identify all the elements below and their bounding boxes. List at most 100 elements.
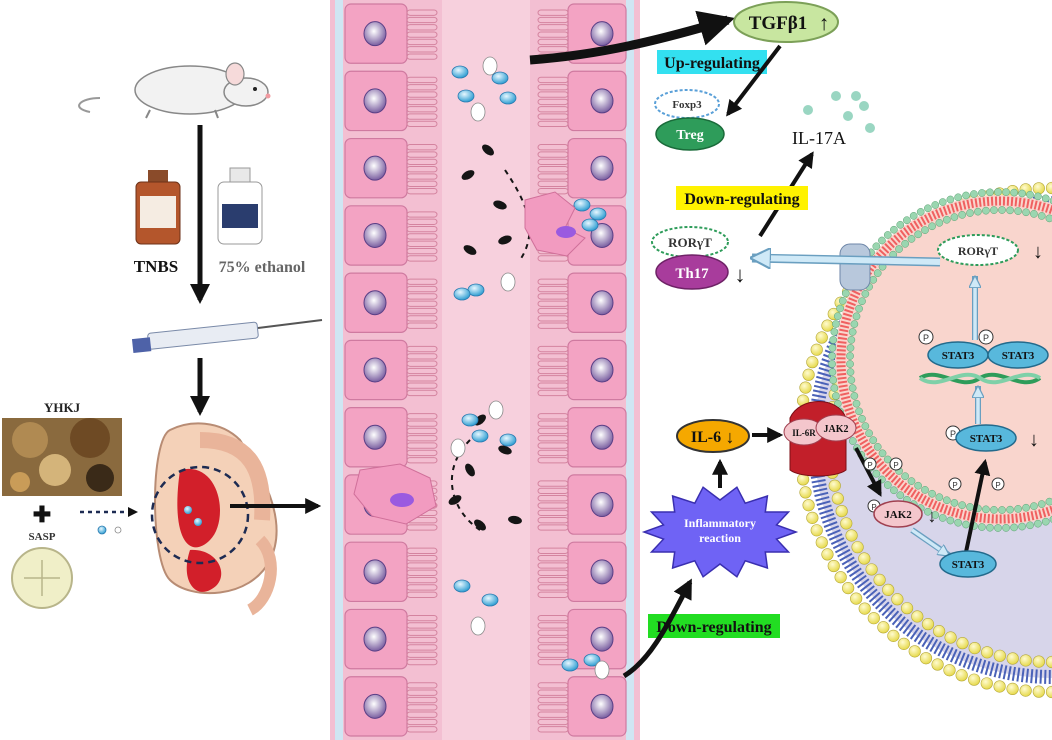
microvillus xyxy=(537,31,569,38)
microvillus xyxy=(537,555,569,562)
microvillus xyxy=(537,427,569,435)
bacterium-icon xyxy=(482,144,494,156)
nuclear-bead xyxy=(896,491,905,500)
microvillus xyxy=(406,106,438,113)
microvillus xyxy=(406,718,438,726)
nuclear-bead xyxy=(1026,521,1034,530)
nuclear-bead xyxy=(861,422,870,430)
microvillus xyxy=(537,322,569,329)
microvillus xyxy=(537,375,569,382)
membrane-bead xyxy=(867,612,880,625)
rorgt-inner-down-icon: ↓ xyxy=(1033,241,1043,263)
nuclear-bead xyxy=(1034,519,1042,528)
il6-label: IL-6 xyxy=(691,429,721,446)
tnbs-bottle-icon xyxy=(135,170,181,245)
microvillus xyxy=(537,517,569,524)
membrane-bead xyxy=(834,571,847,584)
microvillus xyxy=(537,629,569,636)
plus-icon: ✚ xyxy=(33,502,51,527)
microvillus xyxy=(406,46,438,53)
white-particle xyxy=(470,616,486,636)
stat3-dimer-a-label: STAT3 xyxy=(942,350,975,362)
nuclear-bead xyxy=(1045,214,1052,223)
nuclear-bead xyxy=(921,226,929,234)
microvillus xyxy=(537,300,569,307)
nuclear-bead xyxy=(872,242,881,251)
nuclear-bead xyxy=(966,503,974,511)
nuclear-bead xyxy=(901,239,909,248)
microvillus xyxy=(406,614,438,622)
nuclear-bead xyxy=(903,216,911,225)
nuclear-bead xyxy=(958,501,967,509)
bacterium-icon xyxy=(461,170,475,180)
nuclear-bead xyxy=(1018,522,1026,531)
microvillus xyxy=(537,502,569,509)
membrane-bead xyxy=(887,629,900,642)
microvillus xyxy=(537,353,569,360)
membrane-bead xyxy=(1006,652,1019,665)
membrane-bead xyxy=(831,492,844,505)
tgfb1-label: TGFβ1 xyxy=(749,13,808,34)
microvillus xyxy=(537,636,569,644)
membrane-bead xyxy=(799,381,812,394)
intestine-panel xyxy=(330,0,640,740)
microvillus xyxy=(537,389,569,397)
microvillus xyxy=(406,689,438,696)
nuclear-bead xyxy=(1022,208,1030,217)
microvillus xyxy=(406,704,438,711)
microvillus xyxy=(406,353,438,360)
nuclear-bead xyxy=(828,368,837,376)
nuclear-bead xyxy=(1034,192,1042,201)
cell-nucleus xyxy=(363,222,387,248)
il17a-particles xyxy=(803,91,875,133)
microvillus xyxy=(537,569,569,576)
bacterium-icon xyxy=(498,445,512,455)
microvillus xyxy=(406,240,438,247)
microvillus xyxy=(537,345,569,353)
nuclear-bead xyxy=(970,190,978,198)
microvillus xyxy=(537,315,569,322)
blue-particle xyxy=(461,413,479,427)
nuclear-bead xyxy=(829,336,838,344)
nuclear-bead xyxy=(846,360,854,368)
membrane-bead xyxy=(877,621,890,634)
down-regulating-top-label: Down-regulating xyxy=(684,191,799,208)
nuclear-bead xyxy=(1014,505,1022,513)
stat3-nuclear-label: STAT3 xyxy=(970,433,1003,445)
microvillus xyxy=(537,495,569,502)
cell-nucleus xyxy=(590,88,614,114)
microvillus xyxy=(406,211,438,218)
microvillus xyxy=(537,644,569,651)
microvillus xyxy=(537,584,569,591)
foxp3-label: Foxp3 xyxy=(672,99,702,111)
microvillus xyxy=(406,569,438,576)
p-label: P xyxy=(995,481,1000,490)
membrane-bead xyxy=(882,583,895,596)
treg-cell: Foxp3 Treg xyxy=(654,89,725,151)
nuclear-bead xyxy=(846,352,854,360)
membrane-bead xyxy=(955,669,968,682)
membrane-bead xyxy=(1006,682,1019,695)
microvillus xyxy=(406,636,438,644)
bacterium-icon xyxy=(463,245,477,255)
microvillus xyxy=(537,98,569,106)
nuclear-bead xyxy=(994,524,1002,532)
nuclear-bead xyxy=(954,518,962,527)
microvillus xyxy=(406,360,438,367)
nuclear-bead xyxy=(1037,212,1046,220)
microvillus xyxy=(537,278,569,285)
microvillus xyxy=(537,413,569,420)
nuclear-bead xyxy=(942,215,951,224)
microvillus xyxy=(537,307,569,315)
membrane-bead xyxy=(865,563,878,576)
blue-particle xyxy=(451,65,469,79)
up-regulating-label: Up-regulating xyxy=(664,55,760,72)
stat3-cytoplasm-label: STAT3 xyxy=(952,559,985,571)
microvillus xyxy=(406,16,438,24)
microvillus xyxy=(537,382,569,389)
p-label: P xyxy=(867,461,872,470)
microvillus xyxy=(406,389,438,397)
microvillus xyxy=(537,696,569,704)
blue-particle xyxy=(561,658,579,672)
